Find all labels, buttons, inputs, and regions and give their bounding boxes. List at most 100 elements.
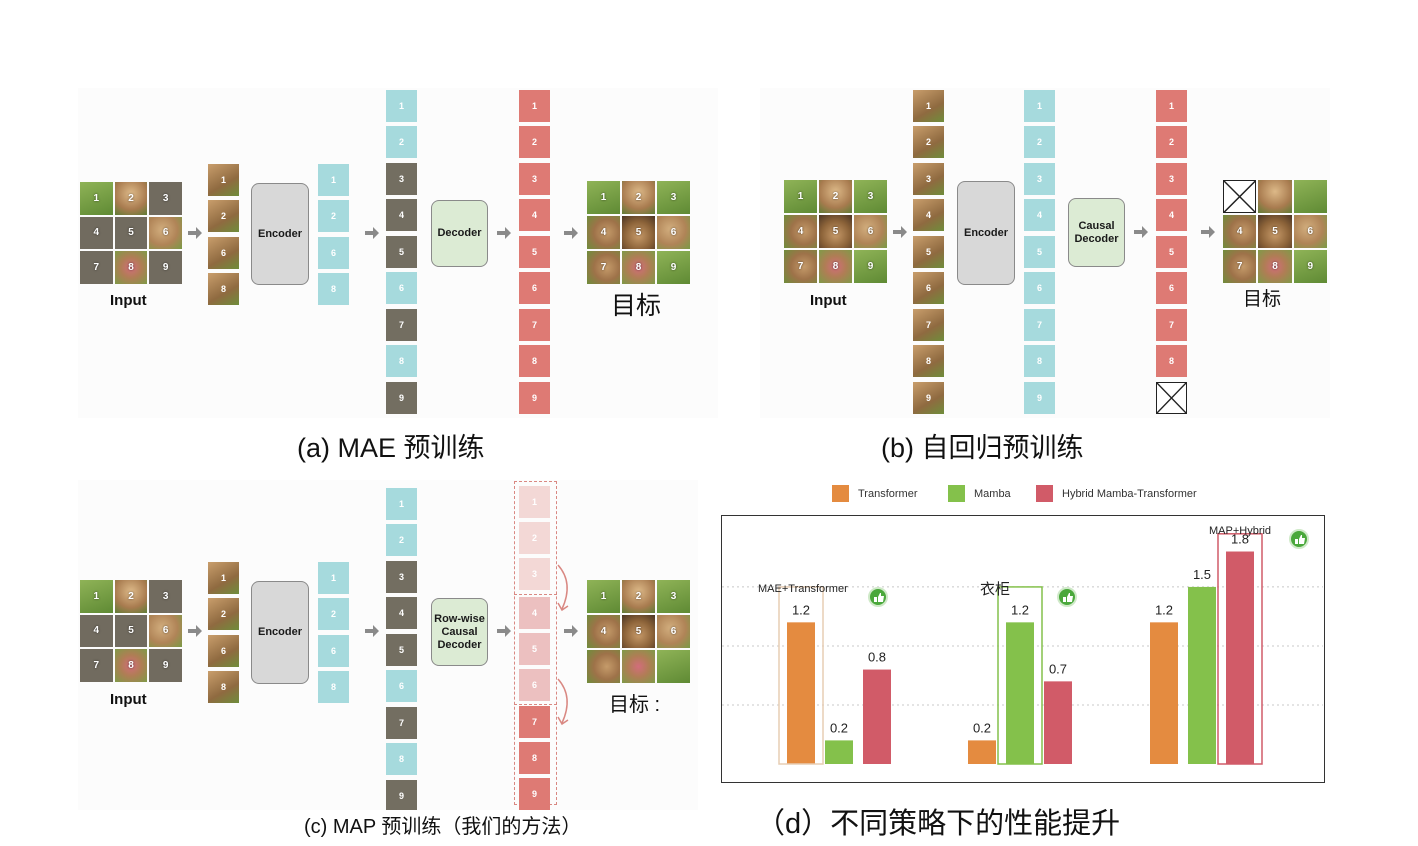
legend-swatch	[832, 485, 849, 502]
curved-arrow-icon	[557, 678, 569, 726]
mask-token: 4	[386, 597, 417, 629]
patch: 6	[149, 614, 182, 648]
crossed-box-icon	[1156, 382, 1187, 414]
thumbs-up-glyph	[874, 593, 884, 602]
group-tag: MAE+Transformer	[758, 583, 848, 595]
mask-token: 3	[386, 163, 417, 195]
patch: 1	[80, 580, 113, 613]
latent-token: 8	[318, 273, 349, 305]
crossed-box-icon	[1223, 180, 1257, 214]
output-token: 9	[519, 382, 550, 414]
bar	[863, 669, 891, 764]
patch: 6	[854, 215, 887, 248]
output-token: 6	[519, 272, 550, 304]
output-token: 2	[519, 126, 550, 158]
patch: 8	[1258, 250, 1292, 283]
bar-value-label: 1.8	[1231, 532, 1249, 547]
group-tag: MAP+Hybrid	[1209, 525, 1271, 537]
visible-patch-token: 6	[208, 635, 239, 667]
output-token: 9	[519, 778, 550, 810]
caption-a: (a) MAE 预训练	[297, 433, 485, 463]
output-token: 4	[519, 597, 550, 629]
patch: 9	[854, 250, 887, 283]
target-label: 目标 :	[609, 694, 661, 716]
patch: 2	[114, 580, 148, 613]
mask-token: 9	[386, 382, 417, 414]
visible-patch-token: 2	[208, 598, 239, 630]
caption-c: (c) MAP 预训练（我们的方法）	[300, 810, 586, 839]
patch: 1	[784, 180, 817, 213]
arrow-right-icon	[188, 625, 202, 637]
output-token: 5	[519, 236, 550, 268]
bar	[1188, 586, 1216, 764]
patch-token: 9	[913, 382, 944, 414]
output-token: 5	[1156, 236, 1187, 268]
bar-value-label: 1.2	[792, 602, 810, 617]
latent-token: 1	[318, 562, 349, 594]
patch: 5	[622, 216, 655, 249]
mask-token: 7	[386, 309, 417, 341]
target-image-grid: 4 5 6 7 8 9	[1223, 180, 1327, 283]
output-token: 3	[1156, 163, 1187, 195]
bar-value-label: 0.2	[973, 720, 991, 735]
patch: 1	[80, 182, 113, 215]
bar-value-label: 0.2	[830, 720, 848, 735]
patch: 6	[149, 216, 182, 250]
encoder-block: Encoder	[251, 581, 309, 684]
masked-patch: 4	[80, 216, 113, 250]
mask-token: 5	[386, 236, 417, 268]
patch: 5	[819, 215, 852, 248]
legend-swatch	[948, 485, 965, 502]
token: 6	[386, 272, 417, 304]
visible-patch-token: 2	[208, 200, 239, 232]
output-token: 7	[519, 706, 550, 738]
input-image-grid: 1 2 3 4 5 6 7 8 9	[80, 182, 182, 284]
patch-token: 2	[913, 126, 944, 158]
token: 2	[386, 126, 417, 158]
bar-value-label: 1.2	[1155, 602, 1173, 617]
mask-token: 9	[386, 780, 417, 812]
highlight-frame	[778, 586, 824, 765]
thumbs-up-glyph	[1063, 593, 1073, 602]
arrow-right-icon	[365, 227, 379, 239]
thumbs-up-glyph	[1295, 535, 1305, 544]
bar-value-label: 0.7	[1049, 661, 1067, 676]
output-token: 1	[519, 90, 550, 122]
token: 1	[386, 90, 417, 122]
arrow-right-icon	[564, 625, 578, 637]
encoder-block: Encoder	[251, 183, 309, 285]
bar-value-label: 1.5	[1193, 567, 1211, 582]
visible-patch-token: 6	[208, 237, 239, 269]
masked-patch: 7	[80, 649, 113, 682]
masked-patch: 9	[149, 251, 182, 284]
masked-patch: 5	[114, 614, 148, 648]
patch: 7	[1223, 250, 1257, 283]
patch: 2	[819, 180, 852, 213]
visible-patch-token: 8	[208, 273, 239, 305]
group-tag: 衣柜	[980, 581, 1010, 598]
mask-token: 5	[386, 634, 417, 666]
latent-token: 6	[1024, 272, 1055, 304]
row-divider	[514, 704, 557, 705]
patch: 8	[114, 251, 148, 284]
bar	[825, 740, 853, 764]
row-wise-causal-decoder-block: Row-wise Causal Decoder	[431, 598, 488, 666]
patch-token: 8	[913, 345, 944, 377]
patch: 2	[114, 182, 148, 215]
latent-token: 1	[318, 164, 349, 196]
patch: 7	[587, 251, 620, 284]
output-token: 8	[519, 345, 550, 377]
masked-patch: 5	[114, 216, 148, 250]
bar	[1006, 622, 1034, 764]
patch-token: 7	[913, 309, 944, 341]
masked-patch: 3	[149, 580, 182, 613]
visible-patch-token: 8	[208, 671, 239, 703]
arrow-right-icon	[893, 226, 907, 238]
mask-token: 4	[386, 199, 417, 231]
bar-chart-plot: 1.20.20.8MAE+Transformer0.21.20.7衣柜1.21.…	[722, 525, 1323, 765]
token: 6	[386, 670, 417, 702]
target-image-grid: 1 2 3 4 5 6 7 8 9	[587, 181, 690, 284]
curved-arrow-icon	[557, 564, 569, 612]
latent-token: 3	[1024, 163, 1055, 195]
